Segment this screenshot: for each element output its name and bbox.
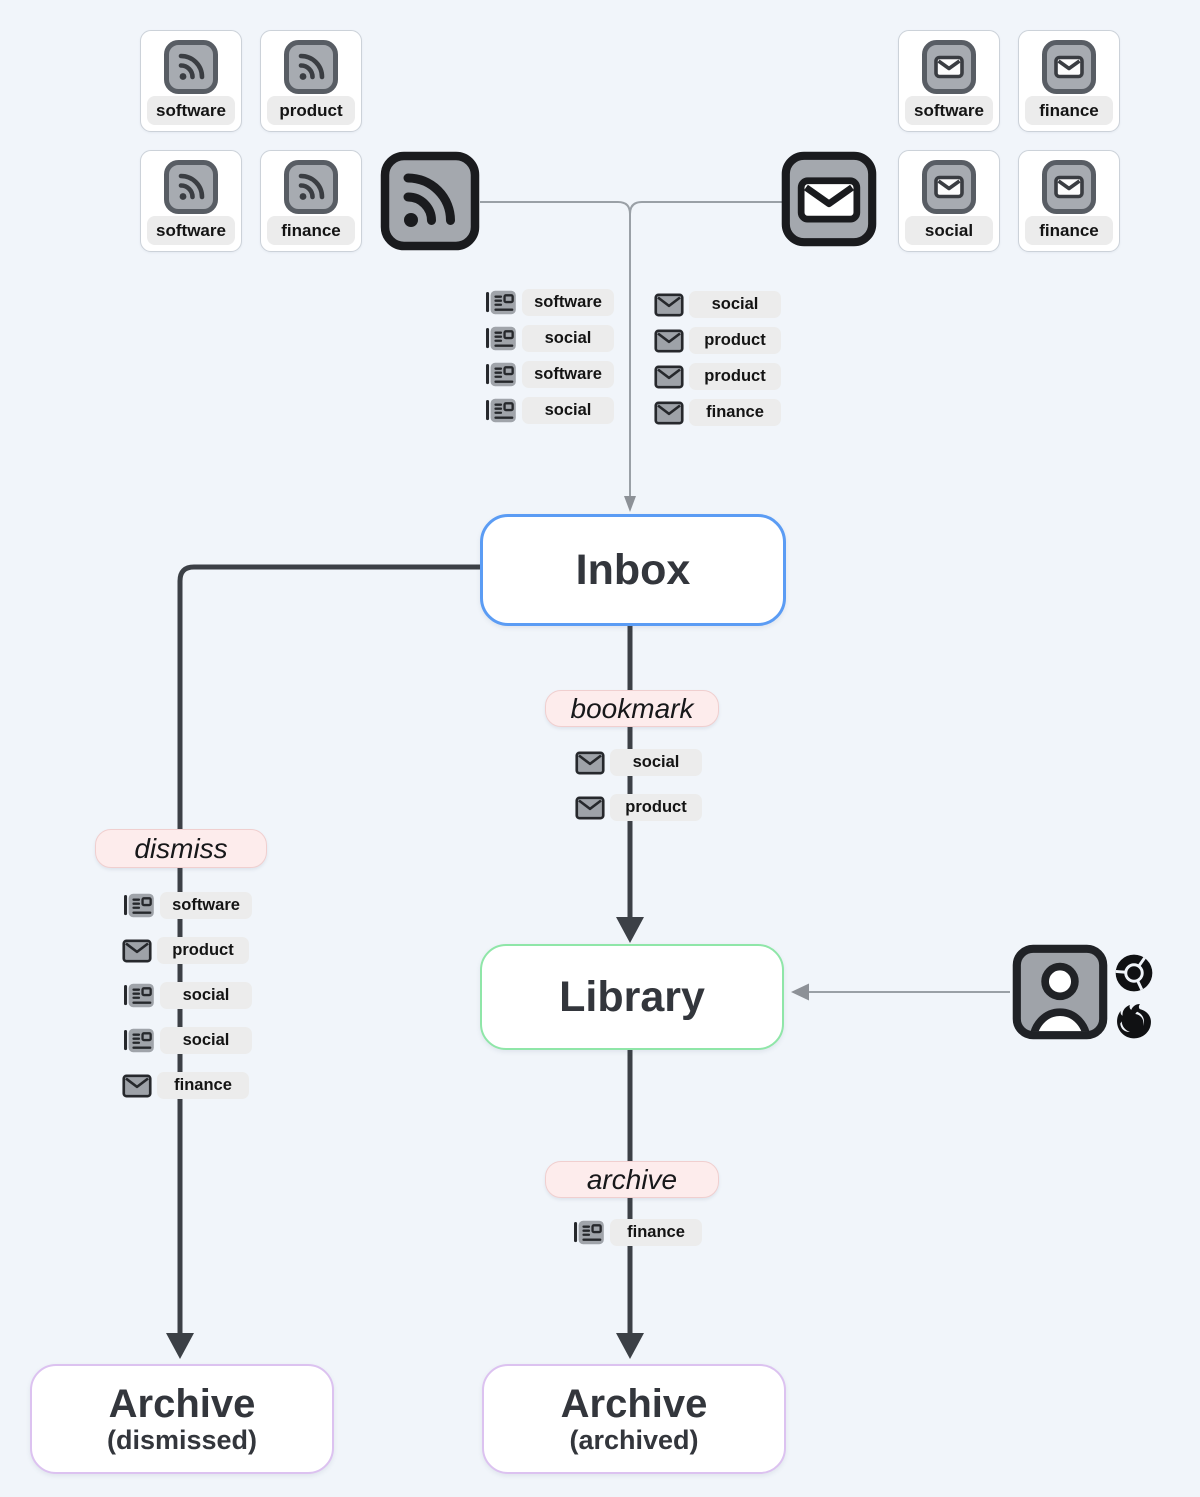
email-icon	[781, 151, 877, 247]
incoming-rss-item: social	[484, 397, 614, 424]
bookmark-item: social	[575, 749, 702, 776]
item-topic-label: software	[522, 361, 614, 388]
rss-source-card: software	[140, 30, 242, 132]
item-topic-label: software	[522, 289, 614, 316]
archive-dismissed-node: Archive (dismissed)	[30, 1364, 334, 1474]
rss-icon	[283, 39, 339, 95]
newspaper-icon	[484, 325, 517, 352]
rss-icon	[163, 39, 219, 95]
archive-action-label: archive	[545, 1161, 719, 1198]
item-topic-label: social	[689, 291, 781, 318]
item-topic-label: product	[689, 363, 781, 390]
user-icon	[1012, 944, 1108, 1040]
dismiss-item: social	[122, 1027, 252, 1054]
dismiss-item: social	[122, 982, 252, 1009]
email-source-card: software	[898, 30, 1000, 132]
archive-item: finance	[572, 1219, 702, 1246]
item-topic-label: product	[689, 327, 781, 354]
node-title: Inbox	[575, 545, 691, 594]
archive-archived-node: Archive (archived)	[482, 1364, 786, 1474]
source-topic-label: finance	[1025, 216, 1113, 245]
newspaper-icon	[484, 397, 517, 424]
email-source-card: social	[898, 150, 1000, 252]
firefox-icon	[1112, 998, 1156, 1042]
newspaper-icon	[572, 1219, 605, 1246]
incoming-email-item: finance	[654, 399, 781, 426]
source-topic-label: finance	[267, 216, 355, 245]
source-topic-label: finance	[1025, 96, 1113, 125]
source-topic-label: software	[147, 96, 235, 125]
item-topic-label: social	[160, 982, 252, 1009]
newspaper-icon	[122, 982, 155, 1009]
node-subtitle: (archived)	[569, 1425, 699, 1456]
item-topic-label: finance	[689, 399, 781, 426]
source-topic-label: software	[905, 96, 993, 125]
incoming-email-item: social	[654, 291, 781, 318]
rss-source-card: product	[260, 30, 362, 132]
incoming-email-item: product	[654, 327, 781, 354]
incoming-rss-item: software	[484, 361, 614, 388]
newspaper-icon	[122, 892, 155, 919]
item-topic-label: finance	[157, 1072, 249, 1099]
mail-icon	[654, 365, 684, 389]
rss-source-card: software	[140, 150, 242, 252]
item-topic-label: product	[610, 794, 702, 821]
email-source-card: finance	[1018, 150, 1120, 252]
item-topic-label: social	[522, 397, 614, 424]
inbox-node: Inbox	[480, 514, 786, 626]
rss-feed-icon	[380, 151, 480, 251]
source-topic-label: product	[267, 96, 355, 125]
rss-icon	[163, 159, 219, 215]
incoming-rss-item: software	[484, 289, 614, 316]
newspaper-icon	[484, 289, 517, 316]
node-title: Archive	[108, 1382, 256, 1427]
item-topic-label: product	[157, 937, 249, 964]
node-subtitle: (dismissed)	[106, 1425, 258, 1456]
newspaper-icon	[484, 361, 517, 388]
node-title: Archive	[560, 1382, 708, 1427]
item-topic-label: social	[610, 749, 702, 776]
mail-icon	[575, 796, 605, 820]
mail-icon	[654, 401, 684, 425]
source-topic-label: software	[147, 216, 235, 245]
item-topic-label: social	[522, 325, 614, 352]
incoming-rss-item: social	[484, 325, 614, 352]
mail-icon	[1041, 39, 1097, 95]
node-title: Library	[559, 972, 705, 1021]
newspaper-icon	[122, 1027, 155, 1054]
email-source-card: finance	[1018, 30, 1120, 132]
dismiss-item: product	[122, 937, 249, 964]
dismiss-action-label: dismiss	[95, 829, 267, 868]
item-topic-label: finance	[610, 1219, 702, 1246]
chrome-icon	[1112, 951, 1156, 995]
mail-icon	[1041, 159, 1097, 215]
mail-icon	[575, 751, 605, 775]
dismiss-item: software	[122, 892, 252, 919]
item-topic-label: software	[160, 892, 252, 919]
source-topic-label: social	[905, 216, 993, 245]
incoming-email-item: product	[654, 363, 781, 390]
item-topic-label: social	[160, 1027, 252, 1054]
mail-icon	[921, 159, 977, 215]
mail-icon	[654, 293, 684, 317]
mail-icon	[654, 329, 684, 353]
bookmark-action-label: bookmark	[545, 690, 719, 727]
mail-icon	[122, 939, 152, 963]
bookmark-item: product	[575, 794, 702, 821]
rss-icon	[283, 159, 339, 215]
mail-icon	[122, 1074, 152, 1098]
rss-source-card: finance	[260, 150, 362, 252]
mail-icon	[921, 39, 977, 95]
library-node: Library	[480, 944, 784, 1050]
dismiss-item: finance	[122, 1072, 249, 1099]
